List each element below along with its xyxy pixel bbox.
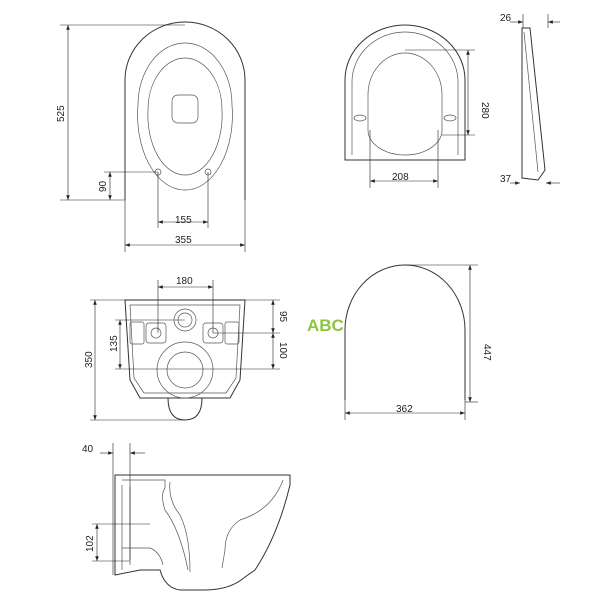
- dim-155: 155: [175, 215, 192, 226]
- brand-logo: ABC: [307, 316, 344, 335]
- dim-102: 102: [85, 535, 96, 552]
- dim-95: 95: [277, 311, 288, 323]
- dim-355: 355: [175, 235, 192, 246]
- dim-37: 37: [500, 174, 512, 185]
- seat-side-view: [510, 14, 560, 185]
- seat-outline-view: [344, 264, 478, 420]
- bowl-rear-view: [90, 280, 280, 421]
- dim-525: 525: [56, 105, 67, 122]
- dim-280: 280: [479, 102, 490, 119]
- dim-135: 135: [109, 335, 120, 352]
- dim-100: 100: [277, 342, 288, 359]
- dim-26: 26: [500, 13, 512, 24]
- dim-208: 208: [392, 172, 409, 183]
- dim-90: 90: [98, 180, 109, 192]
- dim-447: 447: [481, 344, 492, 361]
- bowl-section-view: [92, 443, 291, 591]
- dim-350: 350: [84, 351, 95, 368]
- dim-180: 180: [176, 276, 193, 287]
- bowl-top-view: [60, 21, 246, 252]
- dim-40: 40: [82, 444, 94, 455]
- dim-362: 362: [396, 404, 413, 415]
- seat-top-view: [344, 24, 475, 188]
